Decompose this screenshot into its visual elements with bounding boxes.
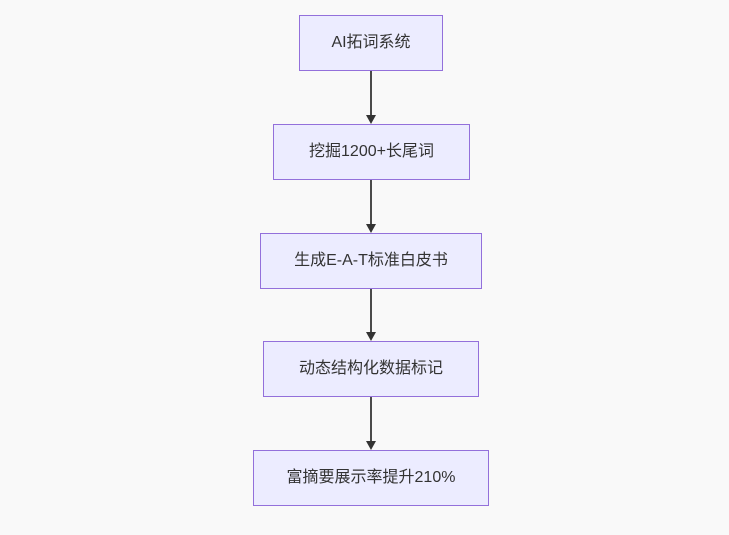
flow-edge-1-line [370,71,372,115]
flowchart-node-rich-snippet-result: 富摘要展示率提升210% [253,450,489,506]
flow-edge-2-line [370,180,372,224]
flowchart-node-ai-keyword-system: AI拓词系统 [299,15,443,71]
arrow-down-icon [366,224,376,233]
arrow-down-icon [366,441,376,450]
flow-edge-3-line [370,289,372,332]
flow-edge-4-line [370,397,372,441]
flowchart-node-structured-data-markup: 动态结构化数据标记 [263,341,479,397]
arrow-down-icon [366,115,376,124]
arrow-down-icon [366,332,376,341]
flowchart-node-eat-whitepaper: 生成E-A-T标准白皮书 [260,233,482,289]
flowchart-node-longtail-keywords: 挖掘1200+长尾词 [273,124,470,180]
